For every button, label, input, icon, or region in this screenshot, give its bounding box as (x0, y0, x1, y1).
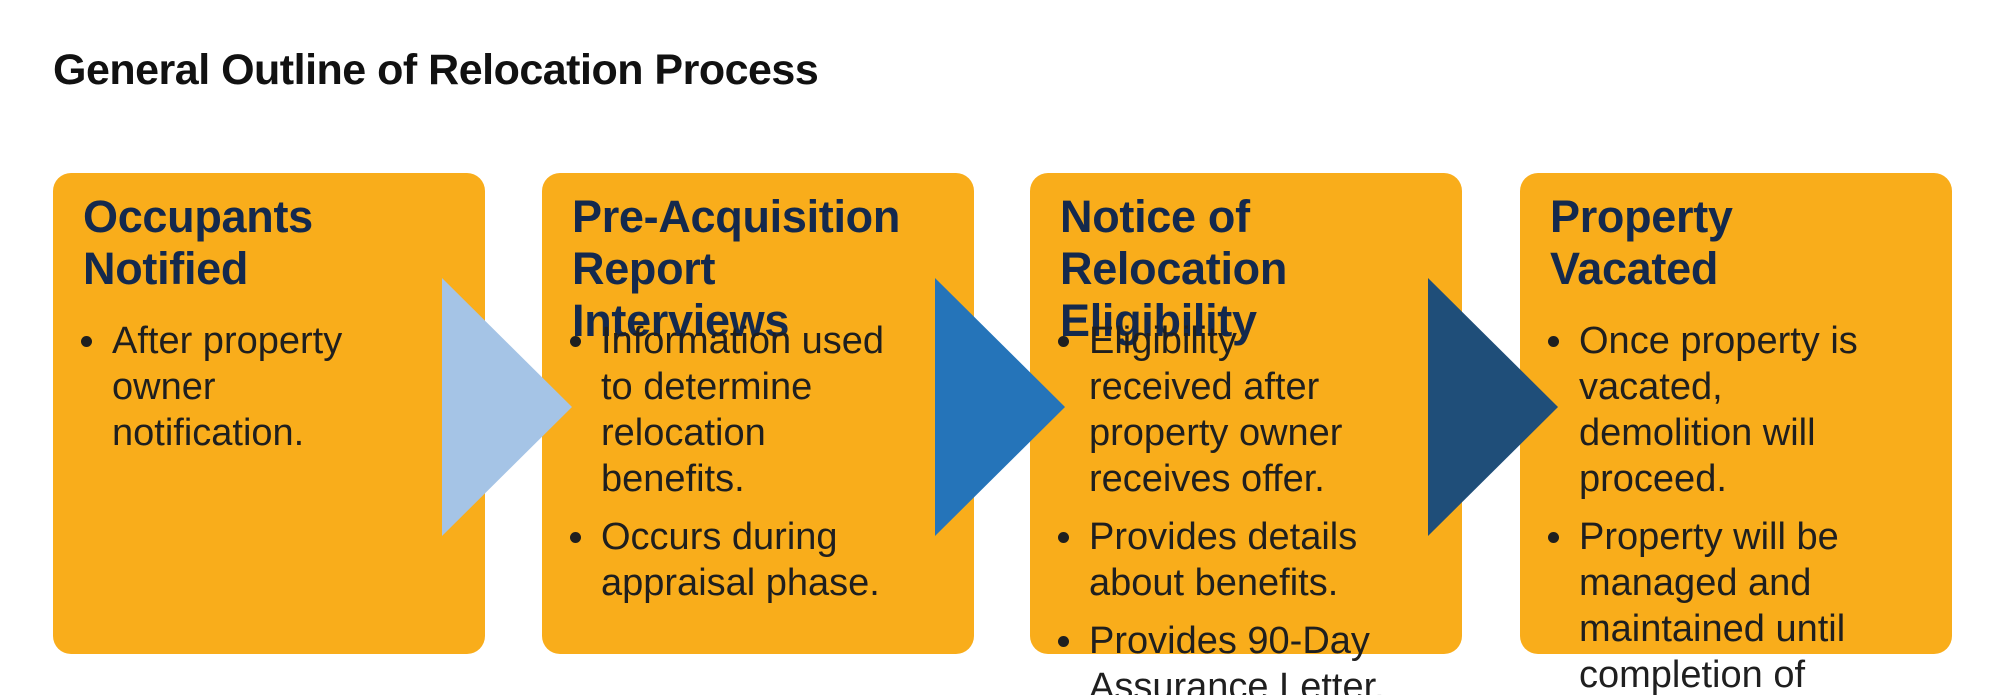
step-title: Pre-Acquisition Report Interviews (572, 191, 901, 346)
arrow-step2-to-step3 (935, 278, 1065, 536)
bullet-item: Property will be managed and maintained … (1577, 514, 1875, 695)
bullet-item: Occurs during appraisal phase. (599, 514, 897, 606)
step-box-occupants-notified: Occupants Notified After property owner … (53, 173, 485, 654)
arrow-right-icon (442, 278, 572, 536)
bullet-item: Once property is vacated, demolition wil… (1577, 318, 1875, 502)
page-title: General Outline of Relocation Process (53, 46, 819, 94)
step-box-notice-of-relocation-eligibility: Notice of Relocation Eligibility Eligibi… (1030, 173, 1462, 695)
bullet-item: After property owner notification. (110, 318, 408, 456)
bullet-item: Provides 90-Day Assurance Letter. (1087, 618, 1385, 695)
step-bullet-list: Information used to determine relocation… (572, 318, 897, 606)
step-title: Property Vacated (1550, 191, 1733, 294)
step-box-property-vacated: Property Vacated Once property is vacate… (1520, 173, 1952, 695)
arrow-step3-to-step4 (1428, 278, 1558, 536)
step-bullet-list: Once property is vacated, demolition wil… (1550, 318, 1875, 695)
step-title: Occupants Notified (83, 191, 313, 294)
bullet-item: Eligibility received after property owne… (1087, 318, 1385, 502)
step-title: Notice of Relocation Eligibility (1060, 191, 1288, 346)
arrow-step1-to-step2 (442, 278, 572, 536)
arrow-right-icon (935, 278, 1065, 536)
bullet-item: Provides details about benefits. (1087, 514, 1385, 606)
step-bullet-list: Eligibility received after property owne… (1060, 318, 1385, 695)
bullet-item: Information used to determine relocation… (599, 318, 897, 502)
step-bullet-list: After property owner notification. (83, 318, 408, 456)
step-box-pre-acquisition-interviews: Pre-Acquisition Report Interviews Inform… (542, 173, 974, 654)
arrow-right-icon (1428, 278, 1558, 536)
